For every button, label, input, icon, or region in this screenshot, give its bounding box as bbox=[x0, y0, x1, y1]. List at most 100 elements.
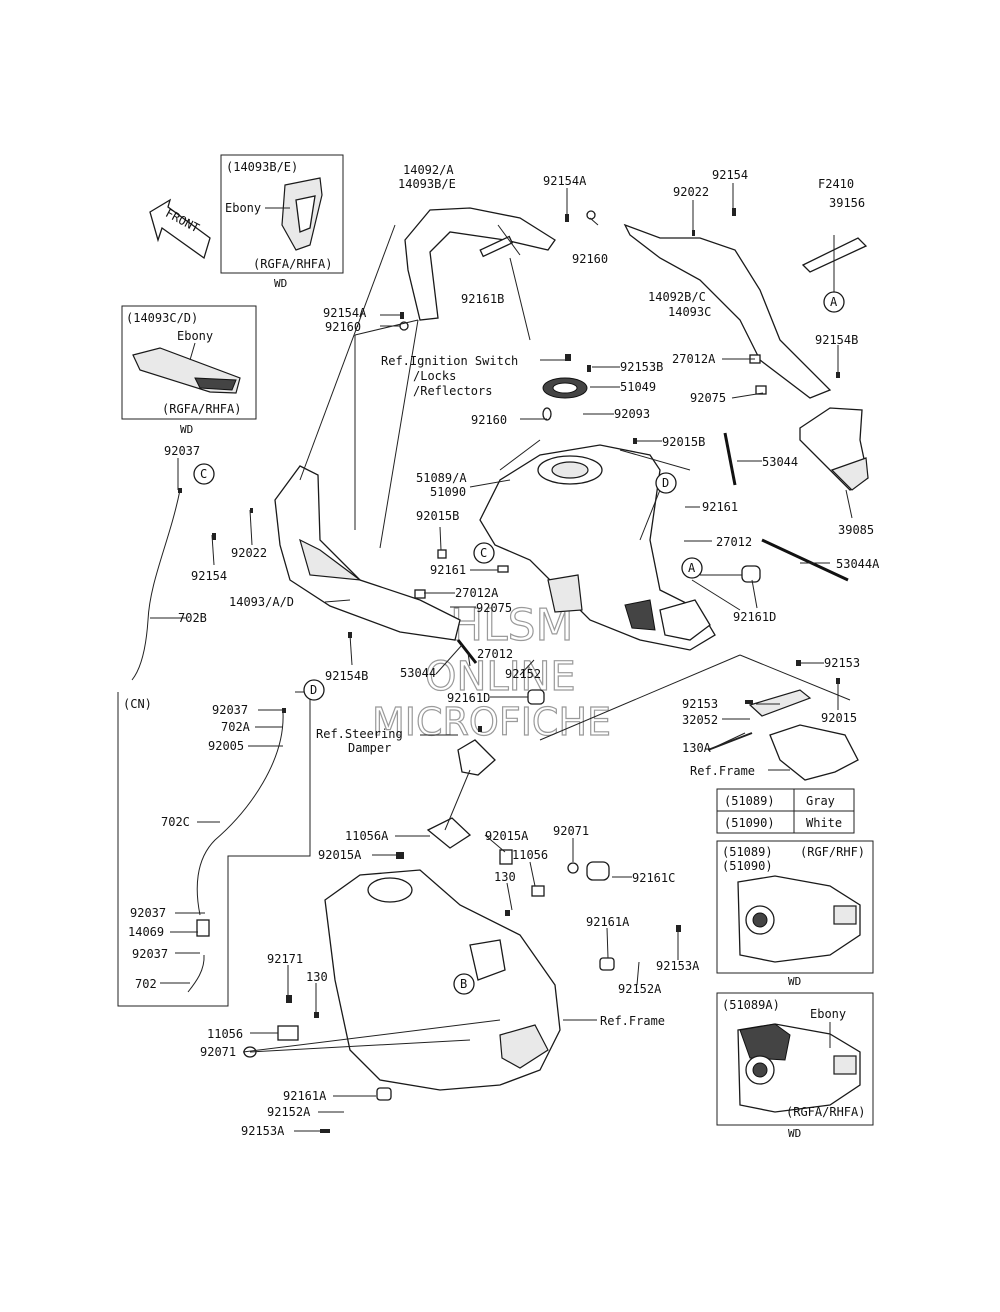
label-39156: 39156 bbox=[829, 196, 865, 210]
watermark-line2: ONLINE bbox=[425, 654, 576, 700]
label-92154-top: 92154 bbox=[712, 168, 748, 182]
watermark-line3: MICROFICHE bbox=[372, 700, 611, 744]
label-92161-r: 92161 bbox=[702, 500, 738, 514]
label-92161-l: 92161 bbox=[430, 563, 466, 577]
color-table: (51089) Gray (51090) White bbox=[716, 788, 855, 834]
label-92015b-r: 92015B bbox=[662, 435, 705, 449]
color-row-2-color: White bbox=[806, 816, 842, 830]
svg-text:A: A bbox=[688, 561, 696, 575]
label-92037-c: 92037 bbox=[130, 906, 166, 920]
tank-inset-1-region: WD bbox=[788, 975, 801, 988]
callout-a-right: A bbox=[823, 291, 845, 313]
watermark-line1: HLSM bbox=[450, 600, 574, 651]
inset-top-title: (14093B/E) bbox=[226, 160, 298, 174]
inset-top-region: WD bbox=[274, 277, 287, 290]
inset-top-models: (RGFA/RHFA) bbox=[253, 257, 332, 271]
label-53044a: 53044A bbox=[836, 557, 880, 571]
front-arrow-icon: FRONT bbox=[149, 198, 211, 260]
label-27012a-l: 27012A bbox=[455, 586, 499, 600]
label-92152: 92152 bbox=[505, 667, 541, 681]
label-92015-r: 92015 bbox=[821, 711, 857, 725]
color-row-1-part: (51089) bbox=[724, 794, 775, 808]
label-92161c: 92161C bbox=[632, 871, 675, 885]
frame-part bbox=[324, 689, 859, 1091]
label-92160-b: 92160 bbox=[471, 413, 507, 427]
tank-inset-1-parts2: (51090) bbox=[722, 859, 773, 873]
label-92153-r2: 92153 bbox=[682, 697, 718, 711]
label-92154a-mid: 92154A bbox=[323, 306, 367, 320]
label-ref-ignition-3: /Reflectors bbox=[413, 384, 492, 398]
label-92037-a: 92037 bbox=[164, 444, 200, 458]
label-14092b-c: 14092B/C bbox=[648, 290, 706, 304]
strips-part bbox=[456, 432, 849, 664]
svg-text:A: A bbox=[830, 295, 838, 309]
label-92161d-r: 92161D bbox=[733, 610, 776, 624]
label-11056-l: 11056 bbox=[207, 1027, 243, 1041]
label-702a: 702A bbox=[221, 720, 251, 734]
tank-inset-1-parts1: (51089) bbox=[722, 845, 773, 859]
figure-code: F2410 bbox=[818, 177, 854, 191]
tank-inset-2: (51089A) Ebony (RGFA/RHFA) WD bbox=[716, 992, 874, 1140]
label-27012-r: 27012 bbox=[716, 535, 752, 549]
label-51049: 51049 bbox=[620, 380, 656, 394]
label-27012a-right: 27012A bbox=[672, 352, 716, 366]
label-702b: 702B bbox=[178, 611, 207, 625]
cn-box-title: (CN) bbox=[123, 697, 152, 711]
tank-inset-2-models: (RGFA/RHFA) bbox=[786, 1105, 865, 1119]
label-51090: 51090 bbox=[430, 485, 466, 499]
svg-text:C: C bbox=[480, 546, 487, 560]
inset-left-variant: Ebony bbox=[177, 329, 213, 343]
color-row-1-color: Gray bbox=[806, 794, 835, 808]
leader-lines bbox=[150, 183, 853, 1132]
right-cover-part bbox=[623, 223, 869, 491]
label-130-r: 130 bbox=[494, 870, 516, 884]
label-14093-a-d: 14093/A/D bbox=[229, 595, 294, 609]
label-32052: 32052 bbox=[682, 713, 718, 727]
label-702c: 702C bbox=[161, 815, 190, 829]
label-92037-b: 92037 bbox=[212, 703, 248, 717]
left-cover-part bbox=[274, 465, 461, 641]
label-92037-d: 92037 bbox=[132, 947, 168, 961]
tank-inset-2-parts: (51089A) bbox=[722, 998, 780, 1012]
label-14069: 14069 bbox=[128, 925, 164, 939]
callout-d-tank: D bbox=[655, 472, 677, 494]
tank-inset-2-region: WD bbox=[788, 1127, 801, 1140]
inset-left-title: (14093C/D) bbox=[126, 311, 198, 325]
label-92152a-r: 92152A bbox=[618, 982, 662, 996]
label-92171: 92171 bbox=[267, 952, 303, 966]
label-92153a-r: 92153A bbox=[656, 959, 700, 973]
fasteners-part bbox=[178, 208, 840, 1133]
top-cover-part bbox=[404, 207, 556, 321]
label-11056a: 11056A bbox=[345, 829, 389, 843]
label-92161a-r: 92161A bbox=[586, 915, 630, 929]
label-92161b: 92161B bbox=[461, 292, 504, 306]
label-92161a-l: 92161A bbox=[283, 1089, 327, 1103]
svg-text:C: C bbox=[200, 467, 207, 481]
label-92022-l: 92022 bbox=[231, 546, 267, 560]
callout-d-cn: D bbox=[303, 679, 325, 701]
label-51089-a: 51089/A bbox=[416, 471, 467, 485]
label-92075-right: 92075 bbox=[690, 391, 726, 405]
rubbers-part bbox=[243, 210, 767, 1101]
label-ref-steering-1: Ref.Steering bbox=[316, 727, 403, 741]
label-92153a-l: 92153A bbox=[241, 1124, 285, 1138]
label-92015a-l: 92015A bbox=[318, 848, 362, 862]
inset-left-box: (14093C/D) Ebony (RGFA/RHFA) WD bbox=[121, 305, 257, 436]
label-92153-r: 92153 bbox=[824, 656, 860, 670]
callout-c-tank: C bbox=[473, 542, 495, 564]
inset-left-models: (RGFA/RHFA) bbox=[162, 402, 241, 416]
label-14093c: 14093C bbox=[668, 305, 711, 319]
label-92005: 92005 bbox=[208, 739, 244, 753]
label-39085: 39085 bbox=[838, 523, 874, 537]
label-53044-r: 53044 bbox=[762, 455, 798, 469]
label-ref-ignition-2: /Locks bbox=[413, 369, 456, 383]
label-92160-mid: 92160 bbox=[325, 320, 361, 334]
label-92161d-l: 92161D bbox=[447, 691, 490, 705]
inset-top-box: (14093B/E) Ebony (RGFA/RHFA) WD bbox=[220, 154, 344, 290]
label-92071-l: 92071 bbox=[200, 1045, 236, 1059]
steering-bracket-part bbox=[426, 739, 496, 849]
tank-inset-2-variant: Ebony bbox=[810, 1007, 846, 1021]
svg-text:D: D bbox=[662, 476, 669, 490]
tank-inset-1-models: (RGF/RHF) bbox=[800, 845, 865, 859]
